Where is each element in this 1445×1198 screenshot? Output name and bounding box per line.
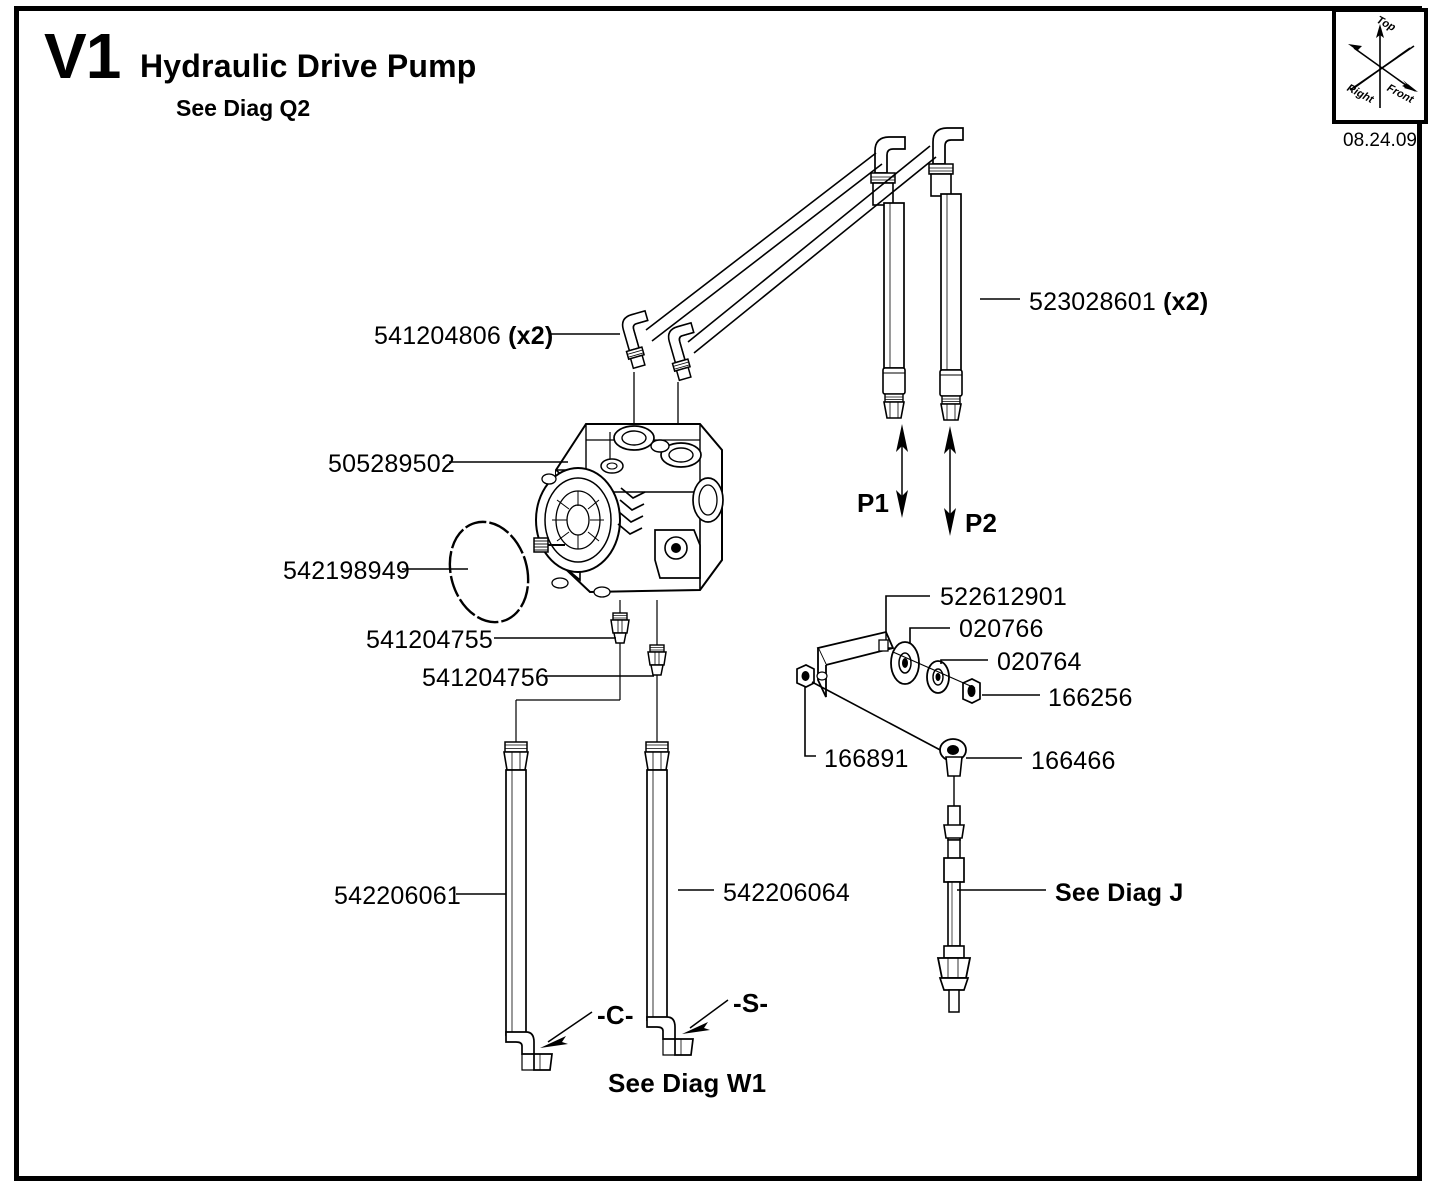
port-arrow-p1 — [896, 424, 908, 518]
callout-166466: 166466 — [1031, 747, 1116, 775]
fitting-541204756 — [647, 644, 667, 676]
o-ring-542198949 — [448, 520, 530, 624]
port-label-p2: P2 — [965, 508, 998, 538]
port-arrow-p2 — [944, 426, 956, 536]
control-bracket-522612901 — [816, 630, 895, 698]
callout-505289502: 505289502 — [328, 450, 455, 478]
leader-lines — [402, 298, 1046, 895]
control-rod — [811, 681, 945, 753]
hose-assembly-523028601-right — [928, 127, 964, 421]
callout-020766: 020766 — [959, 615, 1044, 643]
callout-541204755: 541204755 — [366, 626, 493, 654]
hardware-axis — [892, 651, 976, 689]
page-subtitle-diagram-ref: See Diag Q2 — [176, 95, 311, 121]
callout-541204806: 541204806 (x2) — [374, 322, 554, 350]
ball-joint-166466 — [939, 738, 967, 777]
callout-541204756: 541204756 — [422, 664, 549, 692]
callout-020764: 020764 — [997, 648, 1082, 676]
revision-date: 08.24.09 — [1343, 130, 1417, 151]
port-arrow-c — [540, 1011, 593, 1048]
callout-166256: 166256 — [1048, 684, 1133, 712]
diagonal-hose-lower — [687, 145, 937, 354]
port-arrow-s — [682, 999, 729, 1034]
ref-see-diag-j: See Diag J — [1055, 879, 1184, 907]
nut-166256 — [962, 678, 981, 704]
washer-020764 — [926, 660, 950, 694]
section-code: V1 — [44, 20, 121, 92]
page-border-frame — [14, 6, 1422, 1181]
callout-523028601: 523028601 (x2) — [1029, 288, 1209, 316]
elbow-fitting-541204806-b — [662, 322, 707, 382]
ref-see-diag-w1: See Diag W1 — [608, 1068, 767, 1098]
port-label-p1: P1 — [857, 488, 890, 518]
callout-166891: 166891 — [824, 745, 909, 773]
hose-assembly-523028601-left — [870, 136, 906, 419]
callout-542206064: 542206064 — [723, 879, 850, 907]
orientation-compass-icon: Top Right Front — [1332, 8, 1428, 124]
bolt-166891 — [796, 664, 815, 688]
port-label-s: -S- — [733, 988, 769, 1018]
washer-020766 — [890, 641, 920, 685]
page-title: Hydraulic Drive Pump — [140, 48, 477, 84]
hose-542206064 — [644, 675, 694, 1056]
callout-542198949: 542198949 — [283, 557, 410, 585]
cable-assembly-see-diag-j — [936, 776, 972, 1013]
compass-arrows-icon — [1348, 24, 1418, 108]
diagonal-hose-upper — [645, 152, 883, 342]
callout-522612901: 522612901 — [940, 583, 1067, 611]
callout-542206061: 542206061 — [334, 882, 461, 910]
port-label-c: -C- — [597, 1000, 634, 1030]
hose-542206061 — [503, 643, 621, 1071]
pump-body-505289502 — [533, 423, 724, 598]
